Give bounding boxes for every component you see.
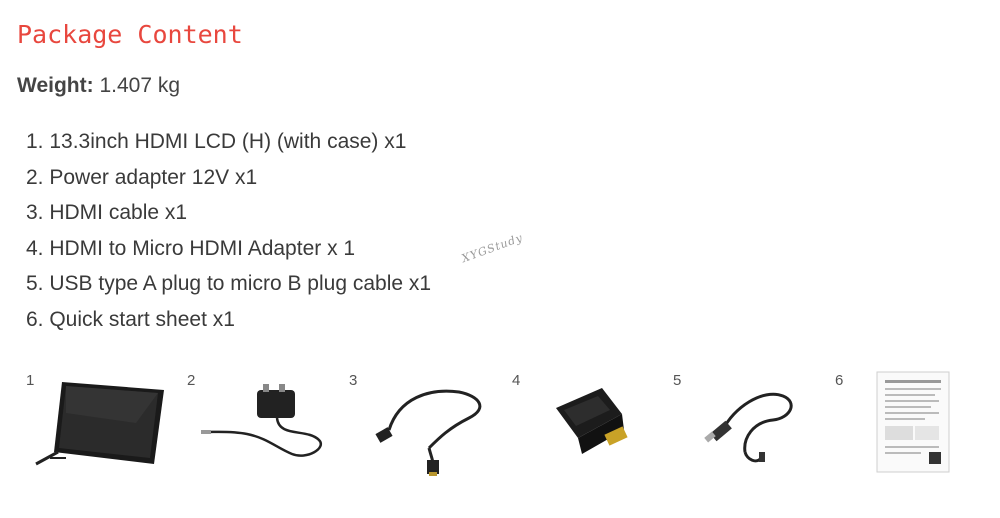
thumbnail-number: 5 [673,372,682,389]
weight-line: Weight: 1.407 kg [17,74,180,98]
thumbnail-5: 5 [673,368,823,488]
list-item: 3. HDMI cable x1 [26,201,188,224]
thumbnail-3: 3 [349,368,499,488]
hdmi-adapter-icon [556,388,628,454]
quick-start-sheet-icon [876,371,950,473]
thumbnail-number: 4 [512,372,521,389]
thumbnail-number: 3 [349,372,358,389]
watermark: XYGStudy [460,231,525,266]
usb-cable-icon [704,392,793,463]
list-item: 2. Power adapter 12V x1 [26,165,258,189]
thumbnail-number: 1 [26,372,35,389]
thumbnail-2: 2 [187,368,337,488]
thumbnail-4: 4 [512,368,662,488]
thumbnail-1: 1 [26,368,176,488]
weight-value: 1.407 kg [99,74,181,97]
list-item: 6. Quick start sheet x1 [26,307,235,331]
thumbnail-number: 6 [835,372,844,389]
list-item: 5. USB type A plug to micro B plug cable… [26,272,432,295]
thumbnail-6: 6 [835,368,985,488]
list-item: 1. 13.3inch HDMI LCD (H) (with case) x1 [26,130,407,153]
lcd-screen-icon [35,382,164,466]
package-list: 1. 13.3inch HDMI LCD (H) (with case) x1 … [26,124,431,337]
list-item: 4. HDMI to Micro HDMI Adapter x 1 [26,236,356,260]
thumbnail-number: 2 [187,372,196,389]
power-adapter-icon [201,384,323,457]
weight-label: Weight: [17,74,94,97]
hdmi-cable-icon [375,389,482,476]
page-title: Package Content [17,20,243,49]
